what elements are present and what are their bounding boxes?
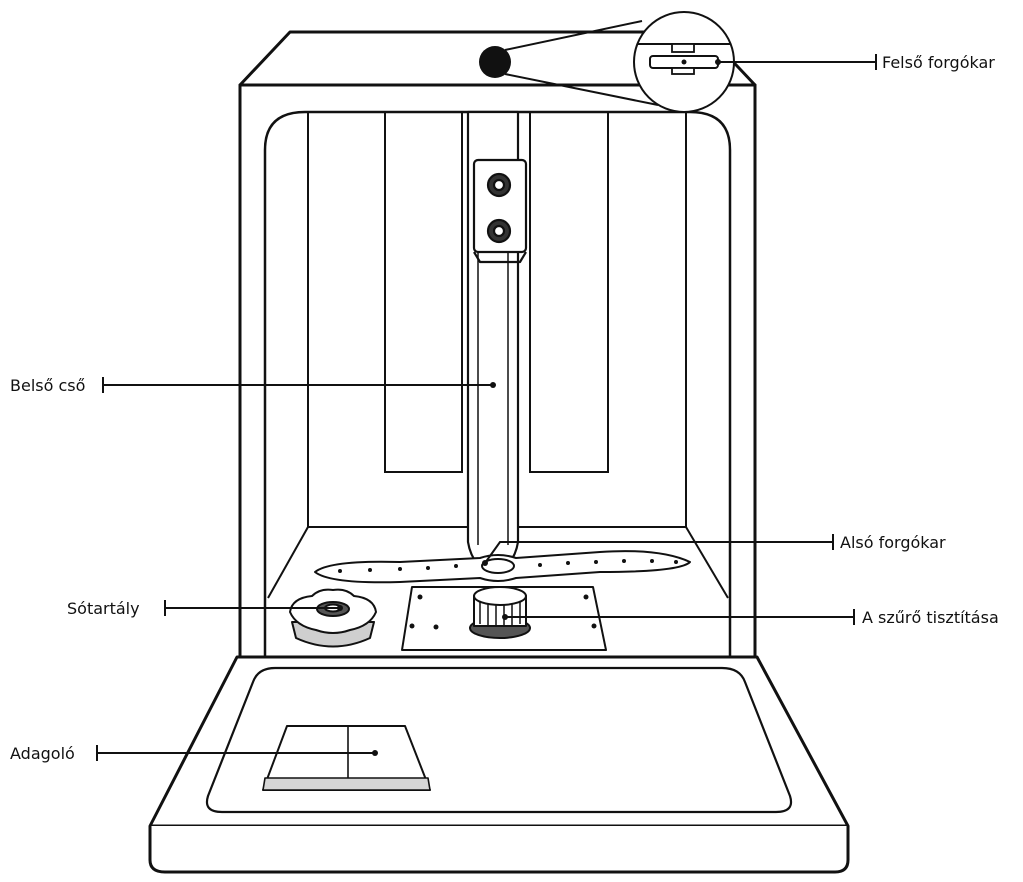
- label-lower-spray-arm: Alsó forgókar: [840, 533, 946, 552]
- label-filter-cleaning: A szűrő tisztítása: [862, 608, 999, 627]
- salt-container-cap: [290, 590, 376, 647]
- door: [150, 657, 848, 872]
- inner-tube: [468, 112, 526, 565]
- label-salt-container: Sótartály: [67, 599, 140, 618]
- label-upper-spray-arm: Felső forgókar: [882, 53, 995, 72]
- label-dispenser: Adagoló: [10, 744, 75, 763]
- label-inner-tube: Belső cső: [10, 376, 85, 395]
- dispenser: [263, 726, 430, 790]
